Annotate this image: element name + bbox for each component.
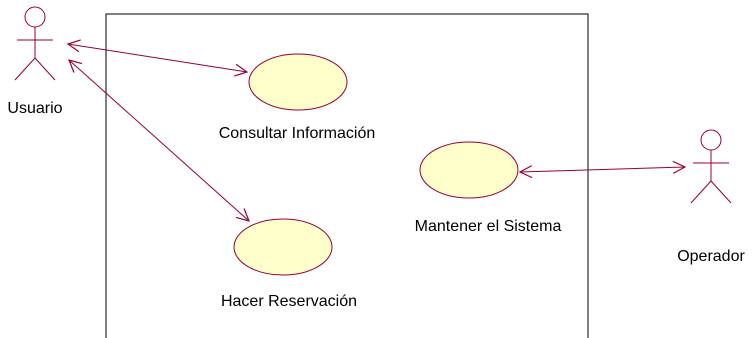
association-usuario-reservar xyxy=(69,60,249,221)
use-case-reservar[interactable]: Hacer Reservación xyxy=(221,218,357,310)
association-usuario-consultar xyxy=(68,44,247,72)
use-case-ellipse xyxy=(419,141,519,199)
use-case-mantener[interactable]: Mantener el Sistema xyxy=(415,141,562,235)
use-case-label-mantener: Mantener el Sistema xyxy=(415,218,562,235)
use-case-consultar[interactable]: Consultar Información xyxy=(219,53,376,142)
actor-operador[interactable]: Operador xyxy=(677,129,745,265)
actor-left-leg xyxy=(690,180,712,204)
use-case-label-reservar: Hacer Reservación xyxy=(221,293,357,310)
use-case-ellipse xyxy=(233,218,333,276)
actor-right-leg xyxy=(710,180,732,204)
actor-right-leg xyxy=(34,57,56,81)
association-operador-mantener xyxy=(520,167,685,172)
actor-label-usuario: Usuario xyxy=(7,100,62,117)
actor-left-leg xyxy=(14,57,36,81)
actor-head xyxy=(700,129,722,151)
use-case-ellipse xyxy=(248,53,348,111)
actor-head xyxy=(24,6,46,28)
use-case-label-consultar: Consultar Información xyxy=(219,125,376,142)
actor-usuario[interactable]: Usuario xyxy=(7,6,63,117)
actor-label-operador: Operador xyxy=(677,248,745,265)
